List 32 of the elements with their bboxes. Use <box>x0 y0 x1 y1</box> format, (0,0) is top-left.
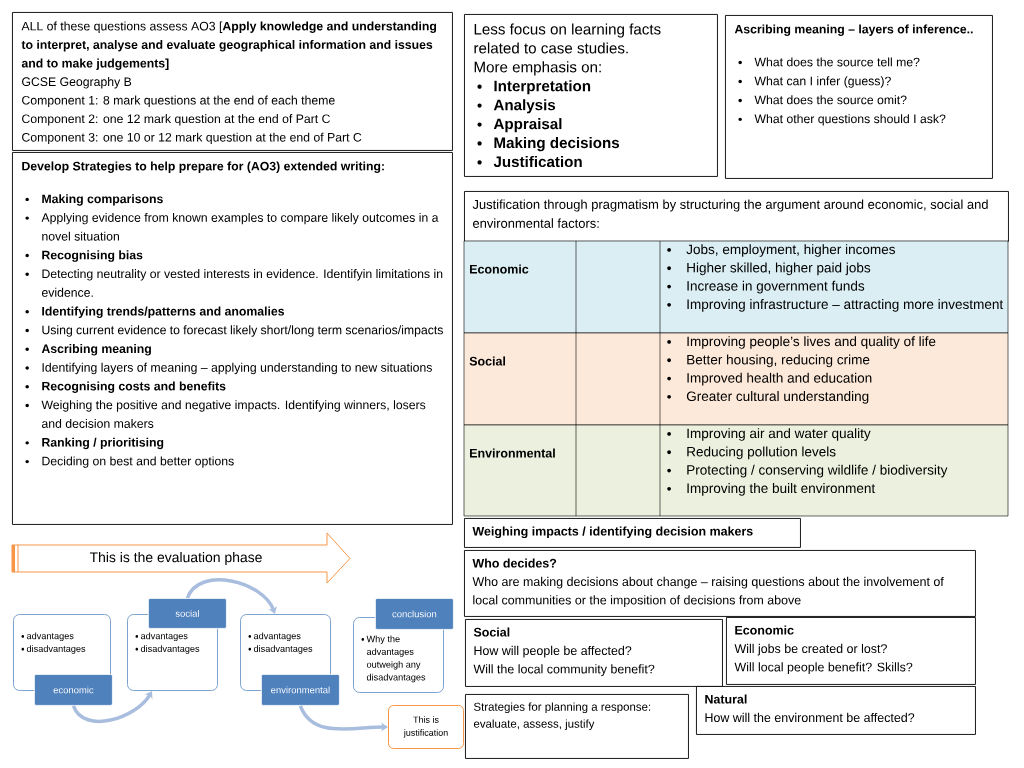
bullet-item: Better housing, reducing crime <box>667 354 870 368</box>
bullet-item: Improved health and education <box>667 372 872 386</box>
bullet-item: Improving air and water quality <box>667 428 871 441</box>
bullet-item: Increase in government funds <box>667 280 865 294</box>
row-heading: Social <box>469 356 505 366</box>
bullet-item: Jobs, employment, higher incomes <box>667 244 896 257</box>
bullet-item: Improving the built environment <box>667 483 876 496</box>
text-box: Strategies for planning a response: evaluate, assess, justify <box>465 694 689 759</box>
curved-arrow <box>71 691 153 723</box>
label-tab: economic <box>34 674 113 706</box>
label-tab: conclusion <box>375 598 454 630</box>
bullet-item: Improving infrastructure – attracting more investment <box>667 299 1004 312</box>
text-box: Economic Will jobs be created or lost? Will local people benefit? Skills? <box>726 617 976 685</box>
bullet-item: Greater cultural understanding <box>667 391 869 404</box>
curved-arrow <box>185 578 277 614</box>
heading-box: Weighing impacts / identifying decision makers <box>464 518 801 548</box>
text-box: Social How will people be affected? Will the local community benefit? <box>465 619 723 687</box>
table-header: Justification through pragmatism by structuring the argument around economic, social and environmental factors: <box>464 191 1009 242</box>
row-heading: Economic <box>470 264 529 274</box>
bullet-item: Protecting / conserving wildlife / biodiversity <box>667 464 948 478</box>
text-box: Ascribing meaning – layers of inference.. What does the source tell me? What can I infer (guess)? What does the source omit? What other questions should I ask? <box>725 15 993 179</box>
text-box: Less focus on learning facts related to case studies. More emphasis on: Interpretation Analysis Appraisal Making decisions Justification <box>464 14 718 177</box>
label-tab: environmental <box>261 674 340 706</box>
label-tab: social <box>148 598 227 629</box>
bullet-item: Improving people’s lives and quality of life <box>667 336 936 349</box>
text-box: Natural How will the environment be affected? <box>696 686 976 735</box>
bullet-item: Higher skilled, higher paid jobs <box>667 262 871 276</box>
row-heading: Environmental <box>470 448 555 458</box>
text-box: ALL of these questions assess AO3 [Apply knowledge and understanding to interpret, analyse and evaluate geographical information and issues and to make judgements] GCSE Geography B Component 1: 8 mark questions at the end of each theme Component 2: one 12 mark question at the end of Part C Component 3: one 10 or 12 mark question at the end of Part C <box>12 12 453 151</box>
bullet-item: Reducing pollution levels <box>667 446 836 460</box>
note-box: This is justification <box>388 705 464 749</box>
phase-banner: This is the evaluation phase <box>11 532 351 584</box>
